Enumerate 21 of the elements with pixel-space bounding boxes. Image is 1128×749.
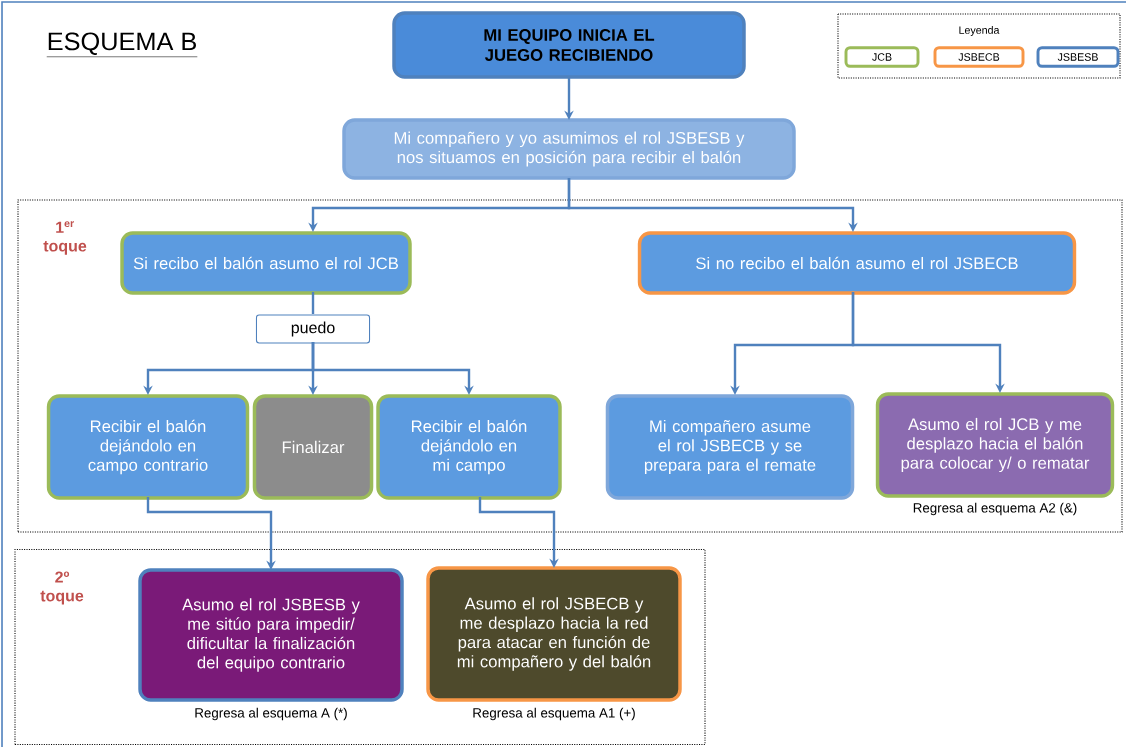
note: Regresa al esquema A2 (&)	[913, 502, 1077, 516]
connector-arrow	[311, 342, 474, 395]
connector-arrow	[567, 178, 858, 232]
process-box: MI EQUIPO INICIA EL JUEGO RECIBIENDO	[392, 11, 746, 79]
process-box: Asumo el rol JCB y me desplazo hacia el balón para colocar y/ o rematar	[875, 392, 1115, 498]
title: ESQUEMA B	[46, 32, 198, 58]
label-box: puedo	[255, 314, 371, 344]
connector-arrow	[478, 497, 559, 568]
process-box: Mi compañero y yo asumimos el rol JSBESB y nos situamos en posición para recibir el balón	[342, 118, 796, 180]
process-box: Mi compañero asume el rol JSBECB y se prepara para el remate	[605, 394, 855, 500]
process-box: Recibir el balón dejándolo en campo contrario	[46, 394, 250, 500]
process-box: Asumo el rol JSBESB y me sitúo para impedir/ dificultar la finalización del equipo contrario	[138, 568, 404, 702]
process-box: Asumo el rol JSBECB y me desplazo hacia la red para atacar en función de mi compañero y del balón	[426, 566, 682, 702]
process-box: Si no recibo el balón asumo el rol JSBECB	[637, 231, 1077, 295]
connector-arrow	[851, 292, 1005, 393]
legend-title: Leyenda	[959, 26, 1000, 36]
note: Regresa al esquema A1 (+)	[473, 707, 635, 721]
process-box: Finalizar	[252, 394, 374, 500]
process-box: Si recibo el balón asumo el rol JCB	[120, 231, 412, 295]
note: Regresa al esquema A (*)	[195, 707, 347, 721]
process-box: Recibir el balón dejándolo en mi campo	[376, 394, 562, 500]
